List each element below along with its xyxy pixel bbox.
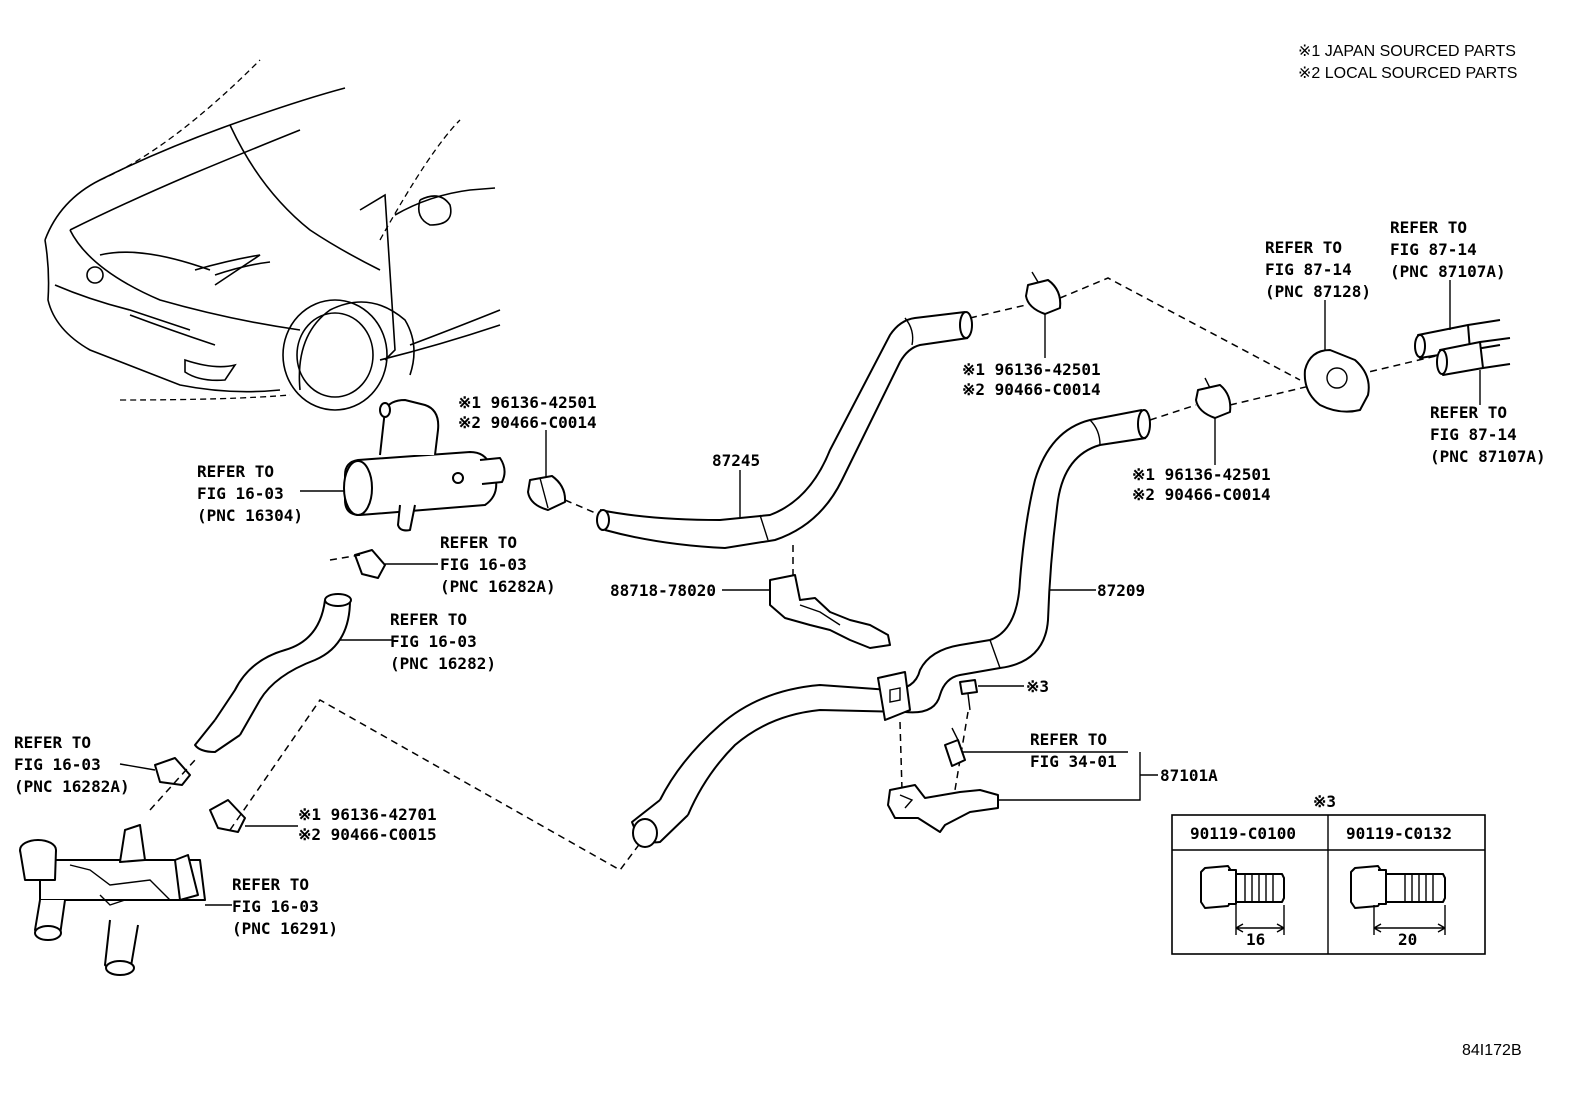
clamp-96136-42501-left [527, 475, 567, 511]
clip-16282A-lower [154, 757, 191, 786]
label-87101A: 87101A [1160, 766, 1218, 785]
water-valve-16304 [343, 399, 506, 532]
svg-text:REFER TO: REFER TO [232, 875, 309, 894]
label-88718-78020: 88718-78020 [610, 581, 716, 600]
svg-text:(PNC 16291): (PNC 16291) [232, 919, 338, 938]
bracket-88718-78020 [769, 574, 891, 649]
svg-text:REFER TO: REFER TO [1030, 730, 1107, 749]
svg-text:FIG 87-14: FIG 87-14 [1265, 260, 1352, 279]
svg-text:※1 96136-42701: ※1 96136-42701 [298, 805, 437, 824]
svg-text:(PNC 16282): (PNC 16282) [390, 654, 496, 673]
bolt-mark-label: ※3 [1026, 677, 1049, 696]
source-notes: ※1 JAPAN SOURCED PARTS ※2 LOCAL SOURCED … [1298, 43, 1517, 82]
svg-text:REFER TO: REFER TO [440, 533, 517, 552]
svg-text:FIG 16-03: FIG 16-03 [440, 555, 527, 574]
label-87245: 87245 [712, 451, 760, 470]
bolt-col-2-part: 90119-C0132 [1346, 824, 1452, 843]
clamp-87209 [877, 671, 911, 721]
svg-text:(PNC 16282A): (PNC 16282A) [440, 577, 556, 596]
svg-text:FIG 16-03: FIG 16-03 [197, 484, 284, 503]
bolt-col-1-part: 90119-C0100 [1190, 824, 1296, 843]
svg-text:REFER TO: REFER TO [1265, 238, 1342, 257]
refer-fig16-16304: REFER TO FIG 16-03 (PNC 16304) [197, 462, 303, 525]
bolt-mark-3 [959, 679, 978, 711]
bracket-87101A [887, 784, 999, 833]
bolt-20-length: 20 [1398, 930, 1417, 949]
hose-87245 [596, 311, 973, 550]
hose-87209 [631, 409, 1151, 848]
label-clamp-mid-left: ※1 96136-42501 ※2 90466-C0014 [458, 393, 597, 432]
figure-id: 84I172B [1462, 1042, 1522, 1059]
refer-fig87-87107A-bot: REFER TO FIG 87-14 (PNC 87107A) [1430, 403, 1546, 466]
label-clamp-lower: ※1 96136-42701 ※2 90466-C0015 [298, 805, 437, 844]
svg-text:FIG 34-01: FIG 34-01 [1030, 752, 1117, 771]
svg-text:※1 96136-42501: ※1 96136-42501 [1132, 465, 1271, 484]
svg-text:REFER TO: REFER TO [14, 733, 91, 752]
note-local-sourced: ※2 LOCAL SOURCED PARTS [1298, 65, 1517, 82]
clamp-96136-42701 [209, 799, 246, 833]
svg-text:※2 90466-C0014: ※2 90466-C0014 [962, 380, 1101, 399]
svg-text:※2 90466-C0014: ※2 90466-C0014 [1132, 485, 1271, 504]
note-japan-sourced: ※1 JAPAN SOURCED PARTS [1298, 43, 1516, 60]
label-clamp-right: ※1 96136-42501 ※2 90466-C0014 [1132, 465, 1271, 504]
svg-text:※1 96136-42501: ※1 96136-42501 [962, 360, 1101, 379]
refer-fig87-87128: REFER TO FIG 87-14 (PNC 87128) [1265, 238, 1371, 301]
svg-text:REFER TO: REFER TO [197, 462, 274, 481]
svg-text:(PNC 16304): (PNC 16304) [197, 506, 303, 525]
svg-text:(PNC 16282A): (PNC 16282A) [14, 777, 130, 796]
grommet-87128 [1303, 349, 1370, 413]
svg-text:FIG 87-14: FIG 87-14 [1390, 240, 1477, 259]
bolt-16-drawing [1200, 865, 1285, 935]
svg-text:※1 96136-42501: ※1 96136-42501 [458, 393, 597, 412]
refer-fig16-16282A-left: REFER TO FIG 16-03 (PNC 16282A) [14, 733, 130, 796]
svg-text:(PNC 87128): (PNC 87128) [1265, 282, 1371, 301]
svg-text:FIG 87-14: FIG 87-14 [1430, 425, 1517, 444]
refer-fig87-87107A-top: REFER TO FIG 87-14 (PNC 87107A) [1390, 218, 1506, 281]
refer-fig16-16291: REFER TO FIG 16-03 (PNC 16291) [232, 875, 338, 938]
bolt-20-drawing [1350, 865, 1446, 935]
dashed-link-junction [229, 699, 651, 871]
bolt-table-title: ※3 [1313, 792, 1336, 811]
svg-text:(PNC 87107A): (PNC 87107A) [1390, 262, 1506, 281]
clip-fig34-01 [944, 727, 966, 767]
clip-16282A-upper [354, 549, 386, 579]
clamp-96136-42501-right [1195, 377, 1232, 419]
label-87209: 87209 [1097, 581, 1145, 600]
svg-text:FIG 16-03: FIG 16-03 [232, 897, 319, 916]
label-clamp-top: ※1 96136-42501 ※2 90466-C0014 [962, 360, 1101, 399]
svg-text:FIG 16-03: FIG 16-03 [14, 755, 101, 774]
clamp-96136-42501-top [1025, 271, 1062, 315]
svg-text:※2 90466-C0014: ※2 90466-C0014 [458, 413, 597, 432]
svg-text:REFER TO: REFER TO [390, 610, 467, 629]
bolt-spec-table: ※3 90119-C0100 90119-C0132 16 20 [1171, 792, 1486, 955]
svg-text:REFER TO: REFER TO [1390, 218, 1467, 237]
svg-text:REFER TO: REFER TO [1430, 403, 1507, 422]
junction-16291 [19, 824, 206, 976]
svg-text:FIG 16-03: FIG 16-03 [390, 632, 477, 651]
bolt-16-length: 16 [1246, 930, 1265, 949]
refer-fig34-01: REFER TO FIG 34-01 [1030, 730, 1117, 771]
vehicle-front-illustration [44, 59, 501, 411]
refer-fig16-16282: REFER TO FIG 16-03 (PNC 16282) [390, 610, 496, 673]
refer-fig16-16282A-top: REFER TO FIG 16-03 (PNC 16282A) [440, 533, 556, 596]
svg-text:(PNC 87107A): (PNC 87107A) [1430, 447, 1546, 466]
pipes-87107A [1414, 319, 1511, 376]
svg-text:※2 90466-C0015: ※2 90466-C0015 [298, 825, 437, 844]
hose-16282 [194, 593, 352, 753]
